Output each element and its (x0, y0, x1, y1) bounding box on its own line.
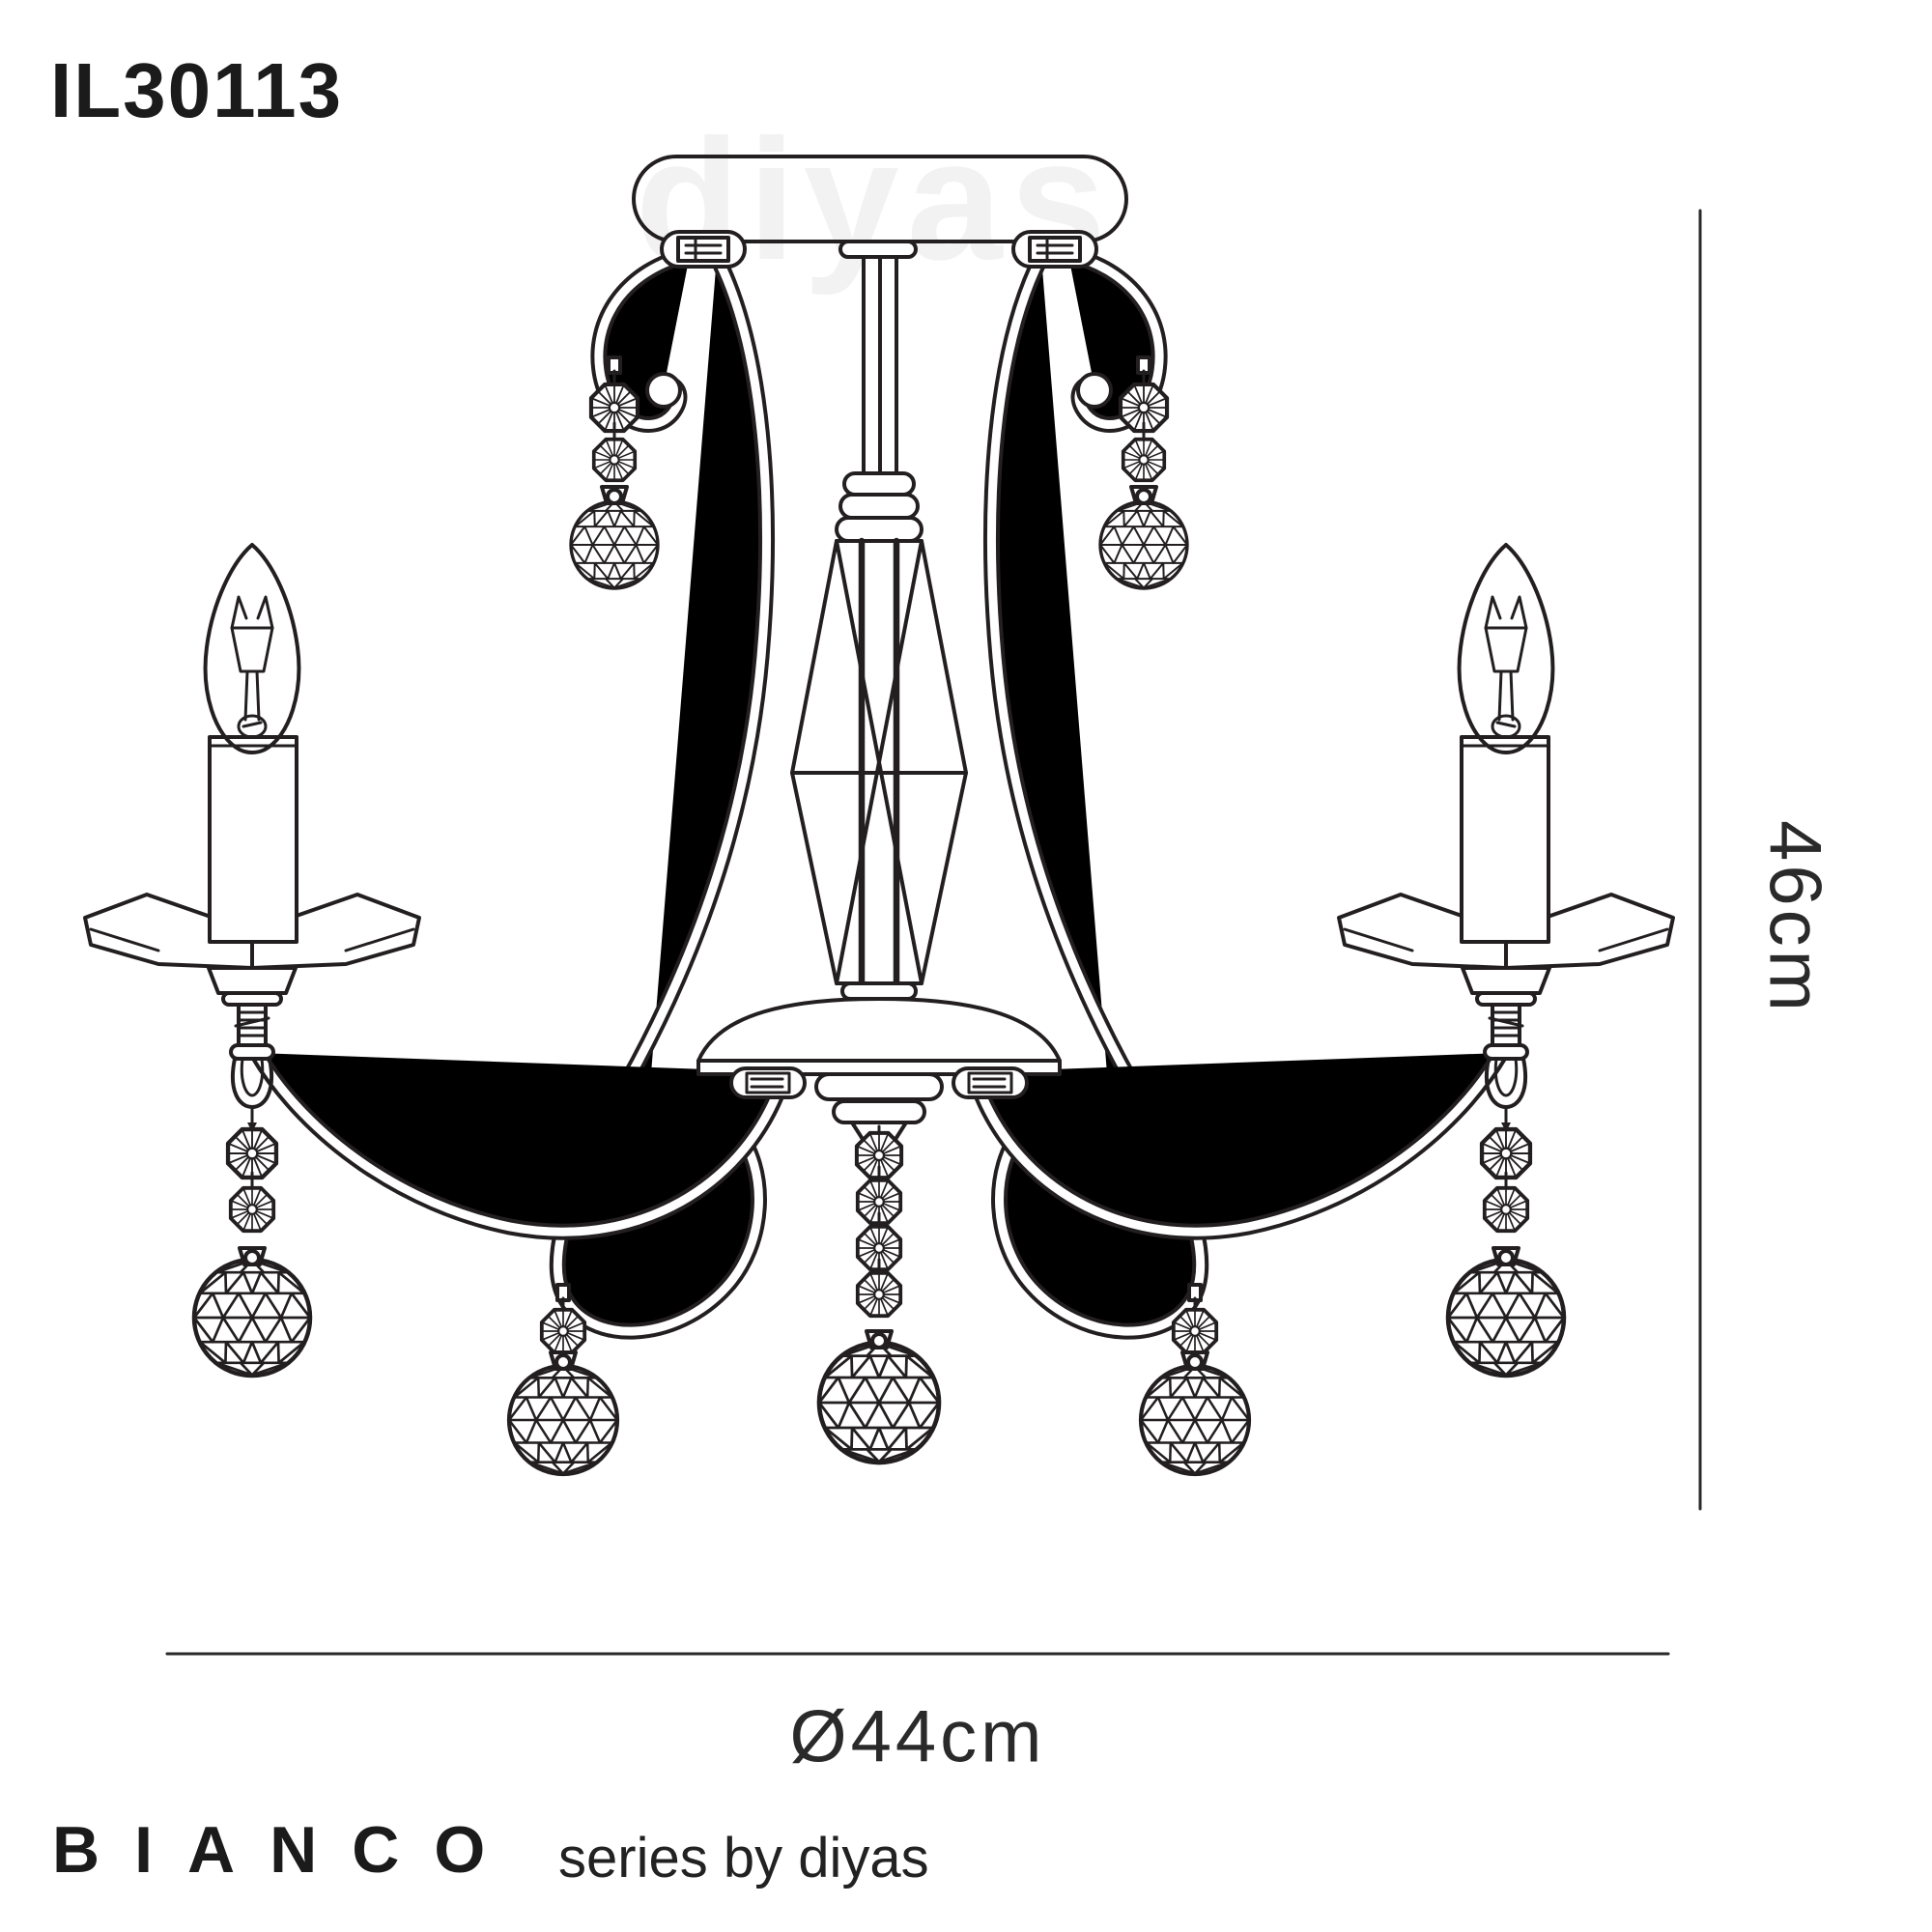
diameter-dimension-label: Ø44cm (789, 1695, 1046, 1778)
central-stem (835, 255, 923, 543)
right-candle (1339, 545, 1673, 1376)
left-candle (85, 545, 419, 1376)
dome-screw-right (952, 1066, 1029, 1099)
crystal-column (790, 537, 968, 1001)
product-code: IL30113 (50, 47, 344, 133)
ceiling-plate (632, 155, 1128, 269)
series-byline: series by diyas (558, 1827, 929, 1889)
dome-screw-left (729, 1066, 807, 1099)
central-crystal-chain (819, 1124, 939, 1463)
series-name: BIANCO (52, 1813, 521, 1887)
height-dimension-label: 46cm (1753, 820, 1836, 1015)
bottom-dome (696, 997, 1062, 1146)
